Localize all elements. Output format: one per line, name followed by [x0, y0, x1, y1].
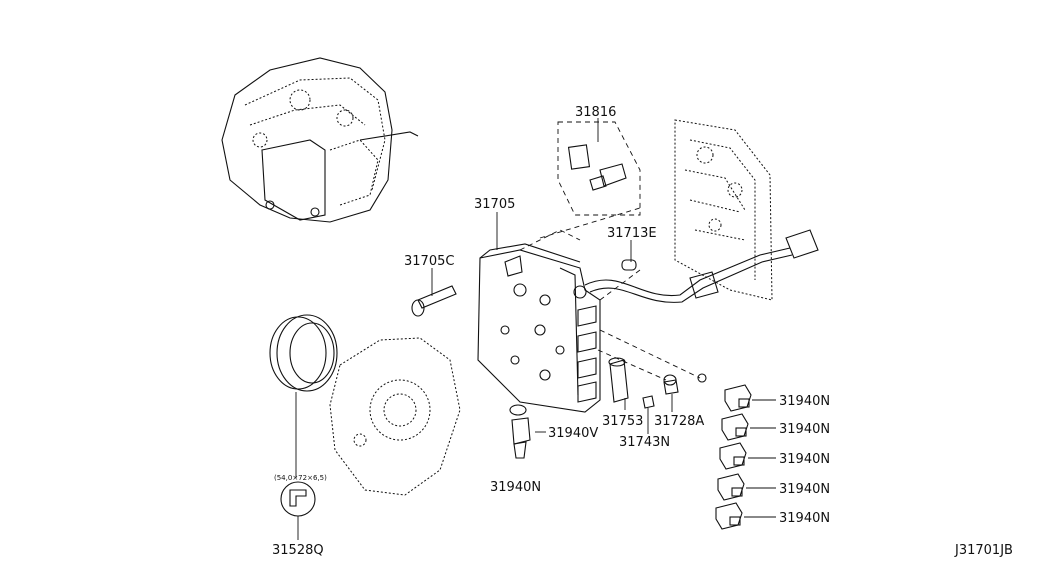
part-31940N-stack: [715, 384, 776, 530]
part-31705-control-valve: [477, 229, 601, 413]
part-31728A: [663, 373, 707, 412]
diagram-code: J31701JB: [954, 543, 1013, 558]
callout-31743N: 31743N: [619, 435, 670, 450]
callout-31705C: 31705C: [404, 254, 454, 269]
callout-31940N-2: 31940N: [779, 422, 830, 437]
part-31753: [608, 357, 629, 403]
callout-31940N-4: 31940N: [779, 482, 830, 497]
part-31816-sensor: [557, 118, 641, 216]
callout-31940N-3: 31940N: [779, 452, 830, 467]
dimension-note: (54,0×72×6,5): [274, 474, 327, 482]
part-31705C-bolt: [411, 285, 457, 317]
part-31940V: [509, 404, 546, 459]
callout-31728A: 31728A: [654, 414, 704, 429]
part-31743N: [642, 395, 655, 434]
part-seal-ring: [269, 314, 338, 478]
callout-31816: 31816: [575, 105, 616, 120]
callout-31940N-5: 31940N: [779, 511, 830, 526]
callout-31940N-bottom: 31940N: [490, 480, 541, 495]
callout-31940N-1: 31940N: [779, 394, 830, 409]
case-ghost: [329, 337, 461, 496]
callout-31528Q: 31528Q: [272, 543, 324, 558]
valve-body-ghost: [674, 119, 773, 301]
part-31528Q-clip: [280, 481, 316, 540]
harness-connector: [584, 229, 819, 303]
callout-31705: 31705: [474, 197, 515, 212]
callout-31713E: 31713E: [607, 226, 657, 241]
transmission-assembly: [221, 57, 419, 223]
callout-31753: 31753: [602, 414, 643, 429]
callout-31940V: 31940V: [548, 426, 598, 441]
